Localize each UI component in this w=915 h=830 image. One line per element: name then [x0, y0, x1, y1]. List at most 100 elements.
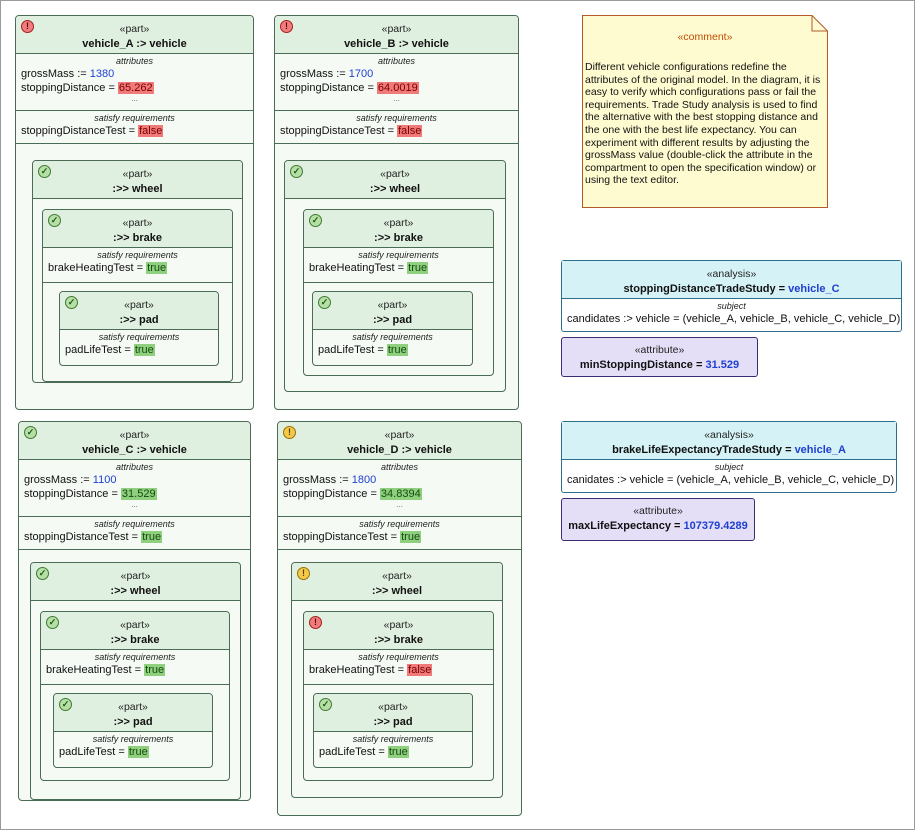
part-header: ✓ «part» :>> pad	[314, 694, 472, 732]
gross-mass-value: 1380	[89, 68, 115, 80]
test-label: brakeHeatingTest =	[46, 664, 145, 676]
brake-heating-test-row[interactable]: brakeHeatingTest = true	[43, 261, 232, 275]
test-label: stoppingDistanceTest =	[21, 125, 139, 137]
satisfy-section-title: satisfy requirements	[359, 519, 440, 529]
part-pad[interactable]: ✓ «part» :>> pad satisfy requirements pa…	[53, 693, 213, 768]
comment-stereotype: «comment»	[677, 31, 733, 43]
analysis-name: brakeLifeExpectancyTradeStudy =	[612, 444, 795, 456]
part-header: ✓ «part» :>> wheel	[285, 161, 505, 199]
pad-life-test-row[interactable]: padLifeTest = true	[60, 343, 218, 357]
stopping-distance-row[interactable]: stoppingDistance = 31.529	[19, 487, 250, 501]
stopping-distance-row[interactable]: stoppingDistance = 34.8394	[278, 487, 521, 501]
satisfy-section-title: satisfy requirements	[97, 250, 178, 260]
part-name: :>> pad	[373, 716, 413, 728]
gross-mass-label: grossMass :=	[280, 68, 349, 80]
analysis-stopping-distance[interactable]: «analysis» stoppingDistanceTradeStudy = …	[561, 260, 902, 332]
part-header: ✓ «part» :>> pad	[60, 292, 218, 330]
attribute-min-stopping-distance[interactable]: «attribute» minStoppingDistance = 31.529	[561, 337, 758, 377]
satisfy-section-title: satisfy requirements	[352, 332, 433, 342]
pad-life-test-row[interactable]: padLifeTest = true	[313, 343, 472, 357]
test-label: padLifeTest =	[318, 344, 387, 356]
analysis-brake-life[interactable]: «analysis» brakeLifeExpectancyTradeStudy…	[561, 421, 897, 493]
check-icon: ✓	[38, 165, 51, 178]
test-label: padLifeTest =	[65, 344, 134, 356]
satisfy-compartment: satisfy requirements padLifeTest = true	[313, 330, 472, 357]
test-result: true	[387, 746, 409, 758]
part-name: :>> brake	[374, 634, 423, 646]
satisfy-compartment: satisfy requirements brakeHeatingTest = …	[304, 650, 493, 685]
gross-mass-label: grossMass :=	[283, 474, 352, 486]
part-pad[interactable]: ✓ «part» :>> pad satisfy requirements pa…	[313, 693, 473, 768]
part-stereotype: «part»	[384, 429, 415, 441]
gross-mass-value: 1100	[92, 474, 117, 486]
part-stereotype: «part»	[119, 429, 150, 441]
pad-life-test-row[interactable]: padLifeTest = true	[314, 745, 472, 759]
satisfy-compartment: satisfy requirements brakeHeatingTest = …	[41, 650, 229, 685]
attribute-value: 31.529	[705, 359, 740, 371]
test-label: brakeHeatingTest =	[48, 262, 147, 274]
stopping-distance-test-row[interactable]: stoppingDistanceTest = true	[278, 530, 521, 544]
gross-mass-row[interactable]: grossMass := 1700	[275, 67, 518, 81]
test-result: true	[386, 344, 408, 356]
error-icon: !	[21, 20, 34, 33]
gross-mass-row[interactable]: grossMass := 1800	[278, 473, 521, 487]
part-header: ✓ «part» :>> wheel	[33, 161, 242, 199]
pad-life-test-row[interactable]: padLifeTest = true	[54, 745, 212, 759]
attributes-compartment: attributes grossMass := 1380 stoppingDis…	[16, 54, 253, 111]
check-icon: ✓	[36, 567, 49, 580]
part-header: ✓ «part» :>> pad	[313, 292, 472, 330]
stopping-distance-value: 64.0019	[376, 82, 419, 94]
part-stereotype: «part»	[122, 168, 153, 180]
part-name: :>> brake	[374, 232, 423, 244]
gross-mass-row[interactable]: grossMass := 1380	[16, 67, 253, 81]
brake-heating-test-row[interactable]: brakeHeatingTest = false	[304, 663, 493, 677]
check-icon: ✓	[319, 698, 332, 711]
test-result: true	[144, 664, 166, 676]
stopping-distance-value: 31.529	[120, 488, 157, 500]
check-icon: ✓	[46, 616, 59, 629]
part-header: ! «part» :>> wheel	[292, 563, 502, 601]
attribute-max-life-expectancy[interactable]: «attribute» maxLifeExpectancy = 107379.4…	[561, 498, 755, 541]
stopping-distance-test-row[interactable]: stoppingDistanceTest = false	[16, 124, 253, 138]
test-result: false	[397, 125, 423, 137]
part-pad[interactable]: ✓ «part» :>> pad satisfy requirements pa…	[59, 291, 219, 366]
attribute-stereotype: «attribute»	[633, 505, 683, 517]
stopping-distance-row[interactable]: stoppingDistance = 64.0019	[275, 81, 518, 95]
check-icon: ✓	[290, 165, 303, 178]
error-icon: !	[309, 616, 322, 629]
part-pad[interactable]: ✓ «part» :>> pad satisfy requirements pa…	[312, 291, 473, 366]
satisfy-section-title: satisfy requirements	[352, 734, 434, 744]
stopping-distance-test-row[interactable]: stoppingDistanceTest = true	[19, 530, 250, 544]
part-header: ! «part» vehicle_A :> vehicle	[16, 16, 253, 54]
test-label: padLifeTest =	[319, 746, 388, 758]
analysis-title: stoppingDistanceTradeStudy = vehicle_C	[562, 281, 901, 297]
satisfy-section-title: satisfy requirements	[94, 652, 176, 662]
satisfy-compartment: satisfy requirements padLifeTest = true	[314, 732, 472, 759]
attribute-stereotype: «attribute»	[634, 344, 685, 356]
subject-value: candidates :> vehicle = (vehicle_A, vehi…	[567, 313, 901, 325]
part-header: ✓ «part» :>> brake	[43, 210, 232, 248]
stopping-distance-test-row[interactable]: stoppingDistanceTest = false	[275, 124, 518, 138]
brake-heating-test-row[interactable]: brakeHeatingTest = true	[304, 261, 493, 275]
gross-mass-row[interactable]: grossMass := 1100	[19, 473, 250, 487]
warning-icon: !	[297, 567, 310, 580]
subject-value: canidates :> vehicle = (vehicle_A, vehic…	[567, 474, 895, 486]
attributes-section-title: attributes	[115, 462, 154, 472]
comment-text: Different vehicle configurations redefin…	[585, 61, 821, 187]
test-result: true	[141, 531, 163, 543]
check-icon: ✓	[24, 426, 37, 439]
comment-note[interactable]: «comment» Different vehicle configuratio…	[582, 15, 828, 208]
attributes-section-title: attributes	[115, 56, 154, 66]
gross-mass-value: 1700	[348, 68, 374, 80]
part-name: :>> wheel	[369, 183, 421, 195]
subject-section-title: subject	[714, 462, 744, 472]
stopping-distance-row[interactable]: stoppingDistance = 65.262	[16, 81, 253, 95]
part-stereotype: «part»	[120, 570, 151, 582]
brake-heating-test-row[interactable]: brakeHeatingTest = true	[41, 663, 229, 677]
satisfy-compartment: satisfy requirements stoppingDistanceTes…	[278, 517, 521, 550]
part-stereotype: «part»	[380, 168, 410, 180]
satisfy-section-title: satisfy requirements	[356, 113, 437, 123]
gross-mass-label: grossMass :=	[24, 474, 93, 486]
part-name: :>> wheel	[110, 585, 161, 597]
check-icon: ✓	[309, 214, 322, 227]
